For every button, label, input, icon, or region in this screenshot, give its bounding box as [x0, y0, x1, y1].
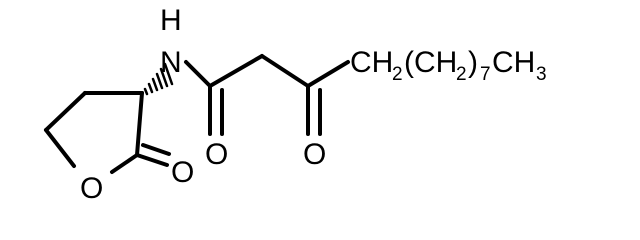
chain-ch-label: CH: [350, 46, 393, 79]
atom-n: N: [160, 46, 182, 79]
chain-terminal-label: CH: [492, 46, 535, 79]
bond-c2-c3: [260, 54, 310, 88]
chain-terminal-subscript: 3: [536, 64, 547, 85]
chain-close-paren: ): [468, 46, 478, 79]
alkyl-chain-formula: CH 2 (CH 2 ) 7 CH 3: [350, 46, 547, 85]
chain-ch-subscript: 2: [392, 64, 403, 85]
atom-amide-o: O: [205, 138, 228, 171]
bond-c2-c3: [135, 91, 144, 157]
chain-repeat-count: 7: [480, 64, 491, 85]
bond-c1-c2: [208, 54, 264, 88]
bond-c2-o-double-a: [135, 153, 169, 167]
lactone-ring: [44, 91, 171, 174]
bond-o1-c2: [110, 153, 139, 174]
molecule-svg: H N O O O O CH 2 (CH 2 ) 7 CH 3: [44, 4, 547, 205]
atom-keto-o: O: [303, 138, 326, 171]
atom-h: H: [160, 4, 182, 37]
acyl-chain: [184, 54, 350, 136]
bond-n-carbonyl: [184, 60, 212, 88]
hashed-wedge-bond: [143, 62, 174, 96]
bond-c3-c4: [306, 60, 350, 88]
bond-c4-c5: [44, 91, 87, 132]
bond-c5-o1: [44, 128, 76, 168]
chain-repeat-subscript: 2: [456, 64, 467, 85]
bond-c2-o-double-b: [141, 143, 171, 156]
atom-ring-o: O: [80, 172, 103, 205]
chain-open-paren-label: (CH: [404, 46, 457, 79]
structure-diagram: H N O O O O CH 2 (CH 2 ) 7 CH 3: [44, 4, 547, 205]
atom-lactone-o: O: [171, 156, 194, 189]
